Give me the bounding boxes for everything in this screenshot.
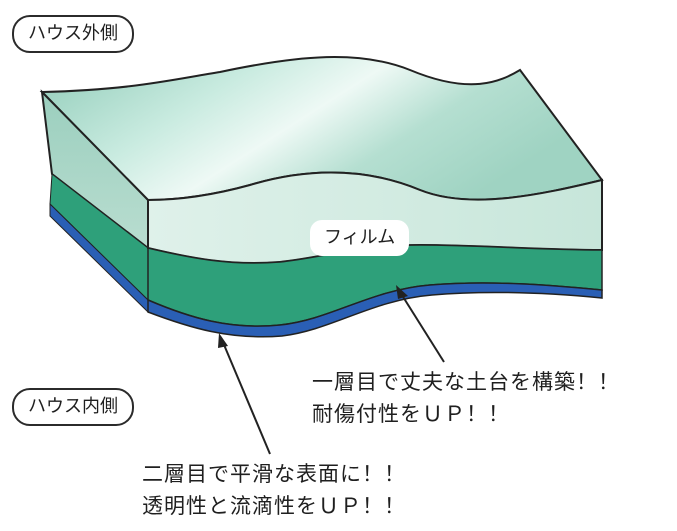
caption-layer1-line2: 耐傷付性をＵＰ！！ — [312, 402, 510, 426]
caption-layer1: 一層目で丈夫な土台を構築！！ 耐傷付性をＵＰ！！ — [312, 366, 620, 430]
arrow-head-layer1 — [396, 285, 408, 299]
caption-layer2-line2: 透明性と流滴性をＵＰ！！ — [142, 494, 406, 518]
arrow-head-layer2 — [218, 333, 228, 348]
caption-layer2-line1: 二層目で平滑な表面に！！ — [142, 462, 406, 486]
leader-line-layer2 — [221, 339, 271, 455]
film-label: フィルム — [310, 220, 410, 256]
inside-label: ハウス内側 — [12, 388, 134, 426]
front-blue-layer — [147, 282, 603, 338]
caption-layer2: 二層目で平滑な表面に！！ 透明性と流滴性をＵＰ！！ — [142, 458, 406, 522]
outside-label: ハウス外側 — [12, 15, 134, 53]
caption-layer1-line1: 一層目で丈夫な土台を構築！！ — [312, 370, 620, 394]
leader-line-layer1 — [399, 291, 445, 363]
